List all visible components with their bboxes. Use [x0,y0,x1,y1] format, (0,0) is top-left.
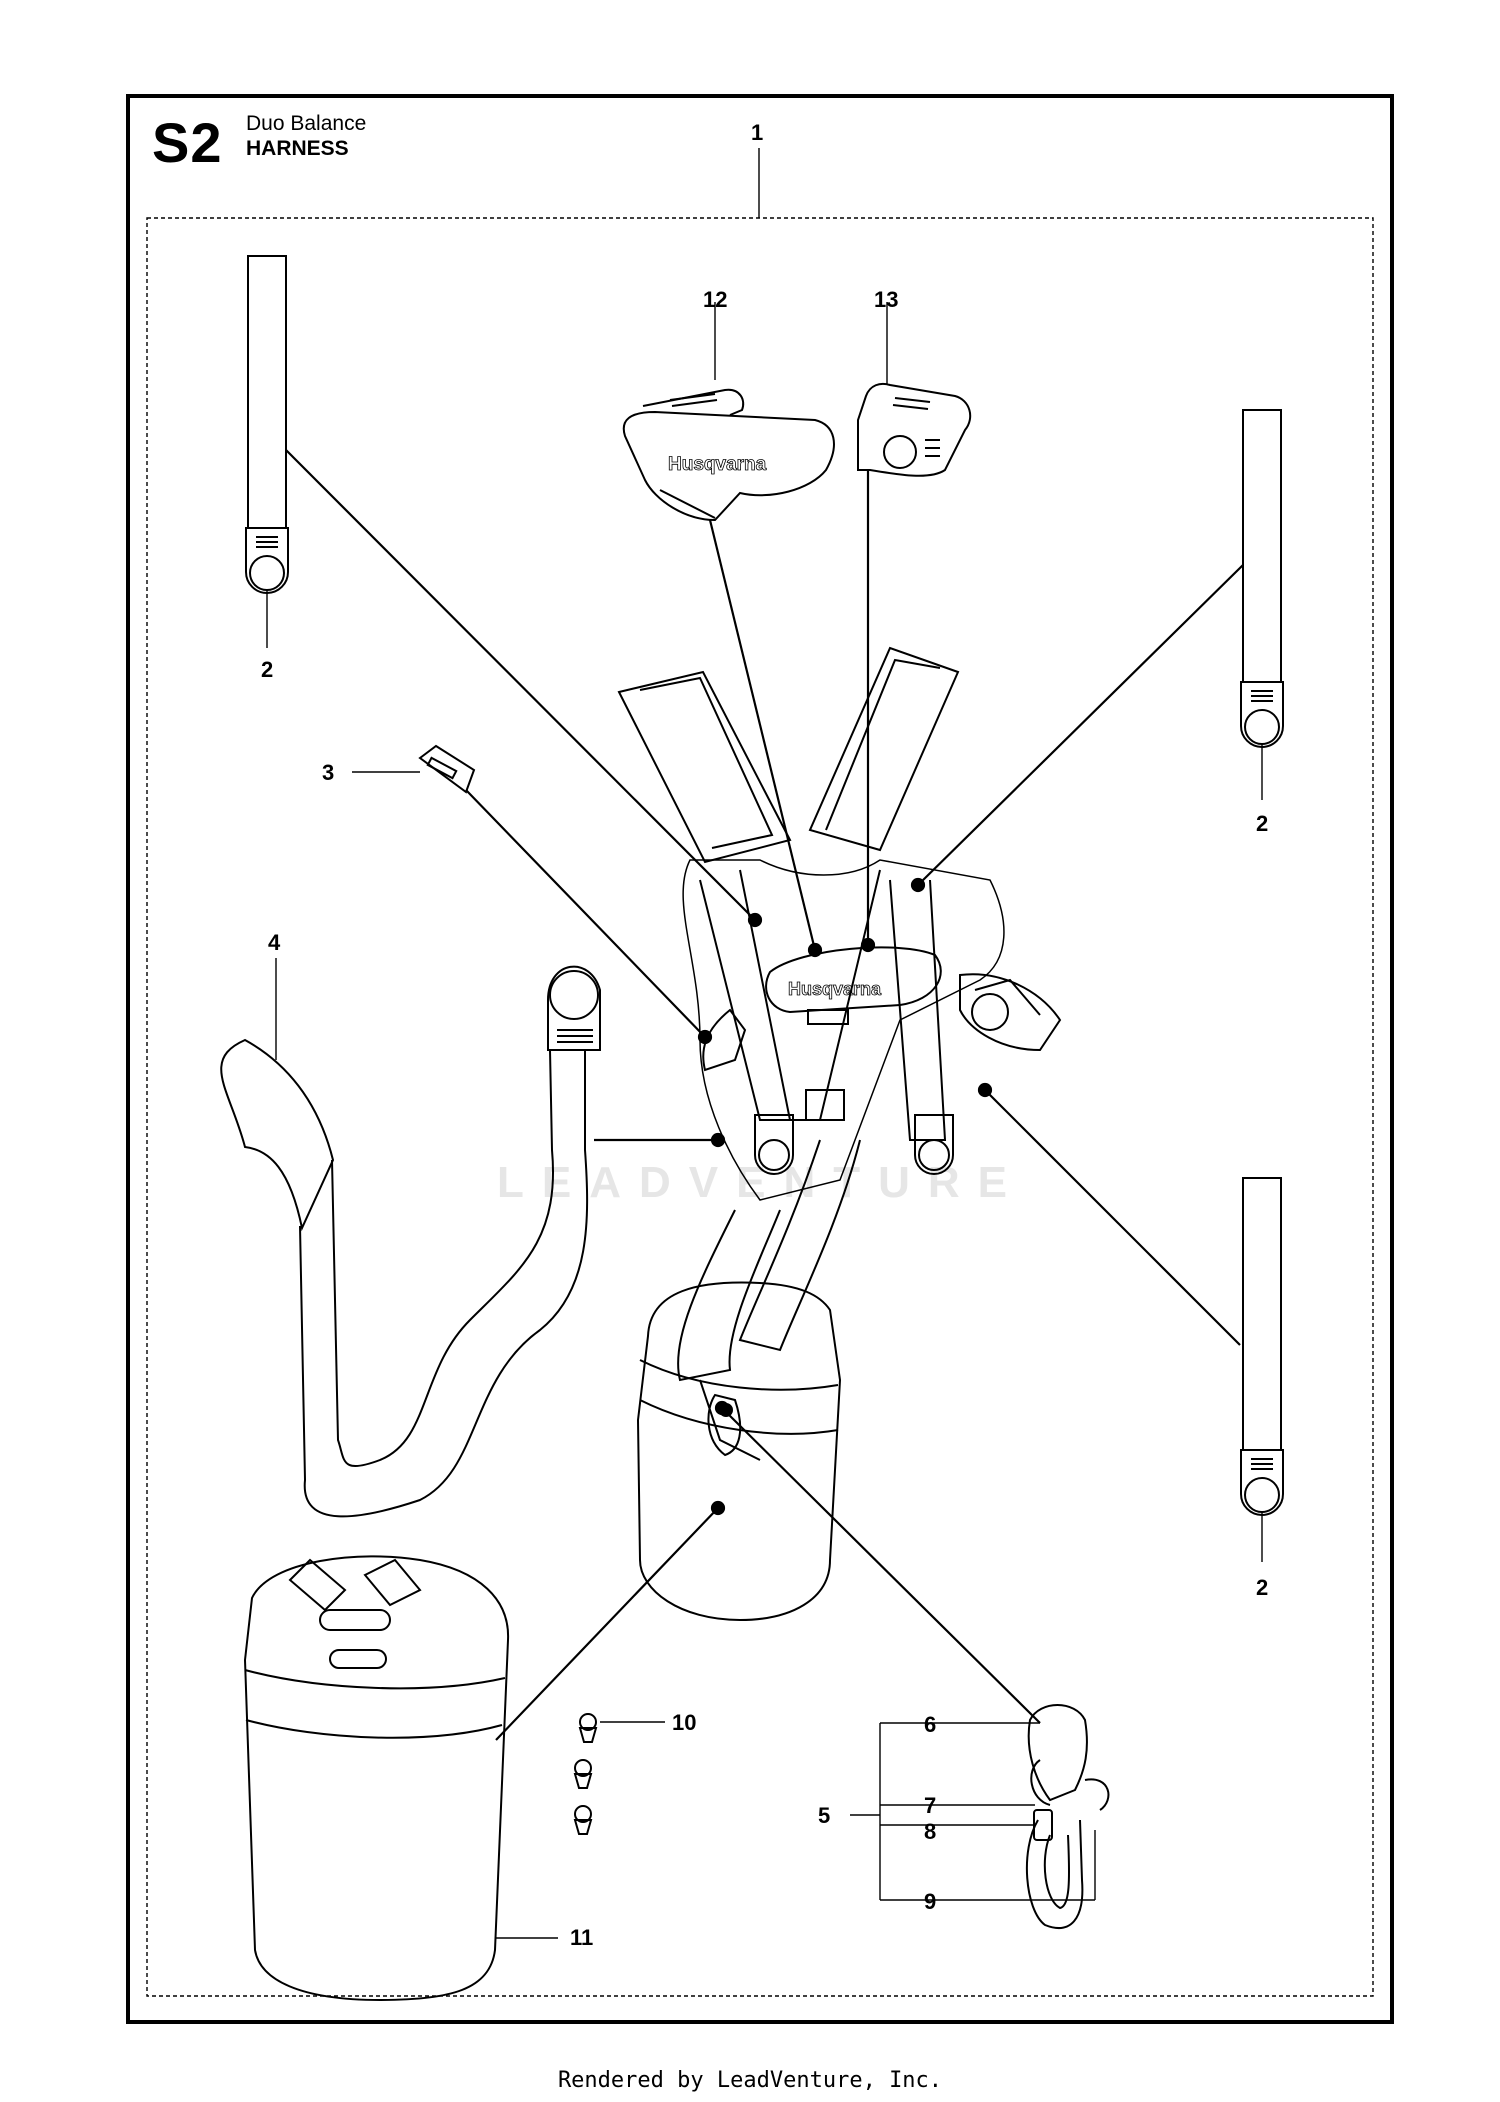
pad-logo: Husqvarna [668,454,767,475]
diagram-frame [126,94,1394,2024]
section-code: S2 [152,111,223,174]
part-strap-right-top [1240,409,1284,800]
watermark: LEADVENTURE [497,1158,1026,1207]
footer-credit: Rendered by LeadVenture, Inc. [557,2068,943,2093]
leader-lines [285,449,1244,1741]
chest-logo: Husqvarna [788,979,882,999]
part-hip-strap [220,958,601,1518]
part-bag [243,1555,558,2002]
part-buckle [352,744,476,794]
callout-12: 12 [703,287,727,312]
callout-6: 6 [924,1712,936,1737]
part-strap-right-bottom [1240,1177,1284,1562]
callout-1: 1 [751,120,763,145]
callout-5: 5 [818,1803,830,1828]
callout-2-left: 2 [261,657,273,682]
part-screws [573,1713,665,1835]
part-shoulder-pad: Husqvarna [622,302,835,522]
callout-7: 7 [924,1793,936,1818]
callout-9: 9 [924,1889,936,1914]
part-harness-assembly: Husqvarna [617,646,1062,1382]
callout-4: 4 [268,930,281,955]
part-hook-assembly [850,1704,1110,1929]
callout-2-right-bottom: 2 [1256,1575,1268,1600]
part-bag-attached [636,1281,842,1622]
callout-8: 8 [924,1819,936,1844]
section-name: HARNESS [246,137,349,160]
callout-3: 3 [322,760,334,785]
callout-11: 11 [570,1925,593,1950]
callout-13: 13 [874,287,898,312]
part-pad-clip [857,302,972,477]
assembly-boundary [146,217,1374,1997]
model-name: Duo Balance [246,112,367,135]
callout-10: 10 [672,1710,696,1735]
part-strap-left [245,255,289,648]
callout-2-right-top: 2 [1256,811,1268,836]
